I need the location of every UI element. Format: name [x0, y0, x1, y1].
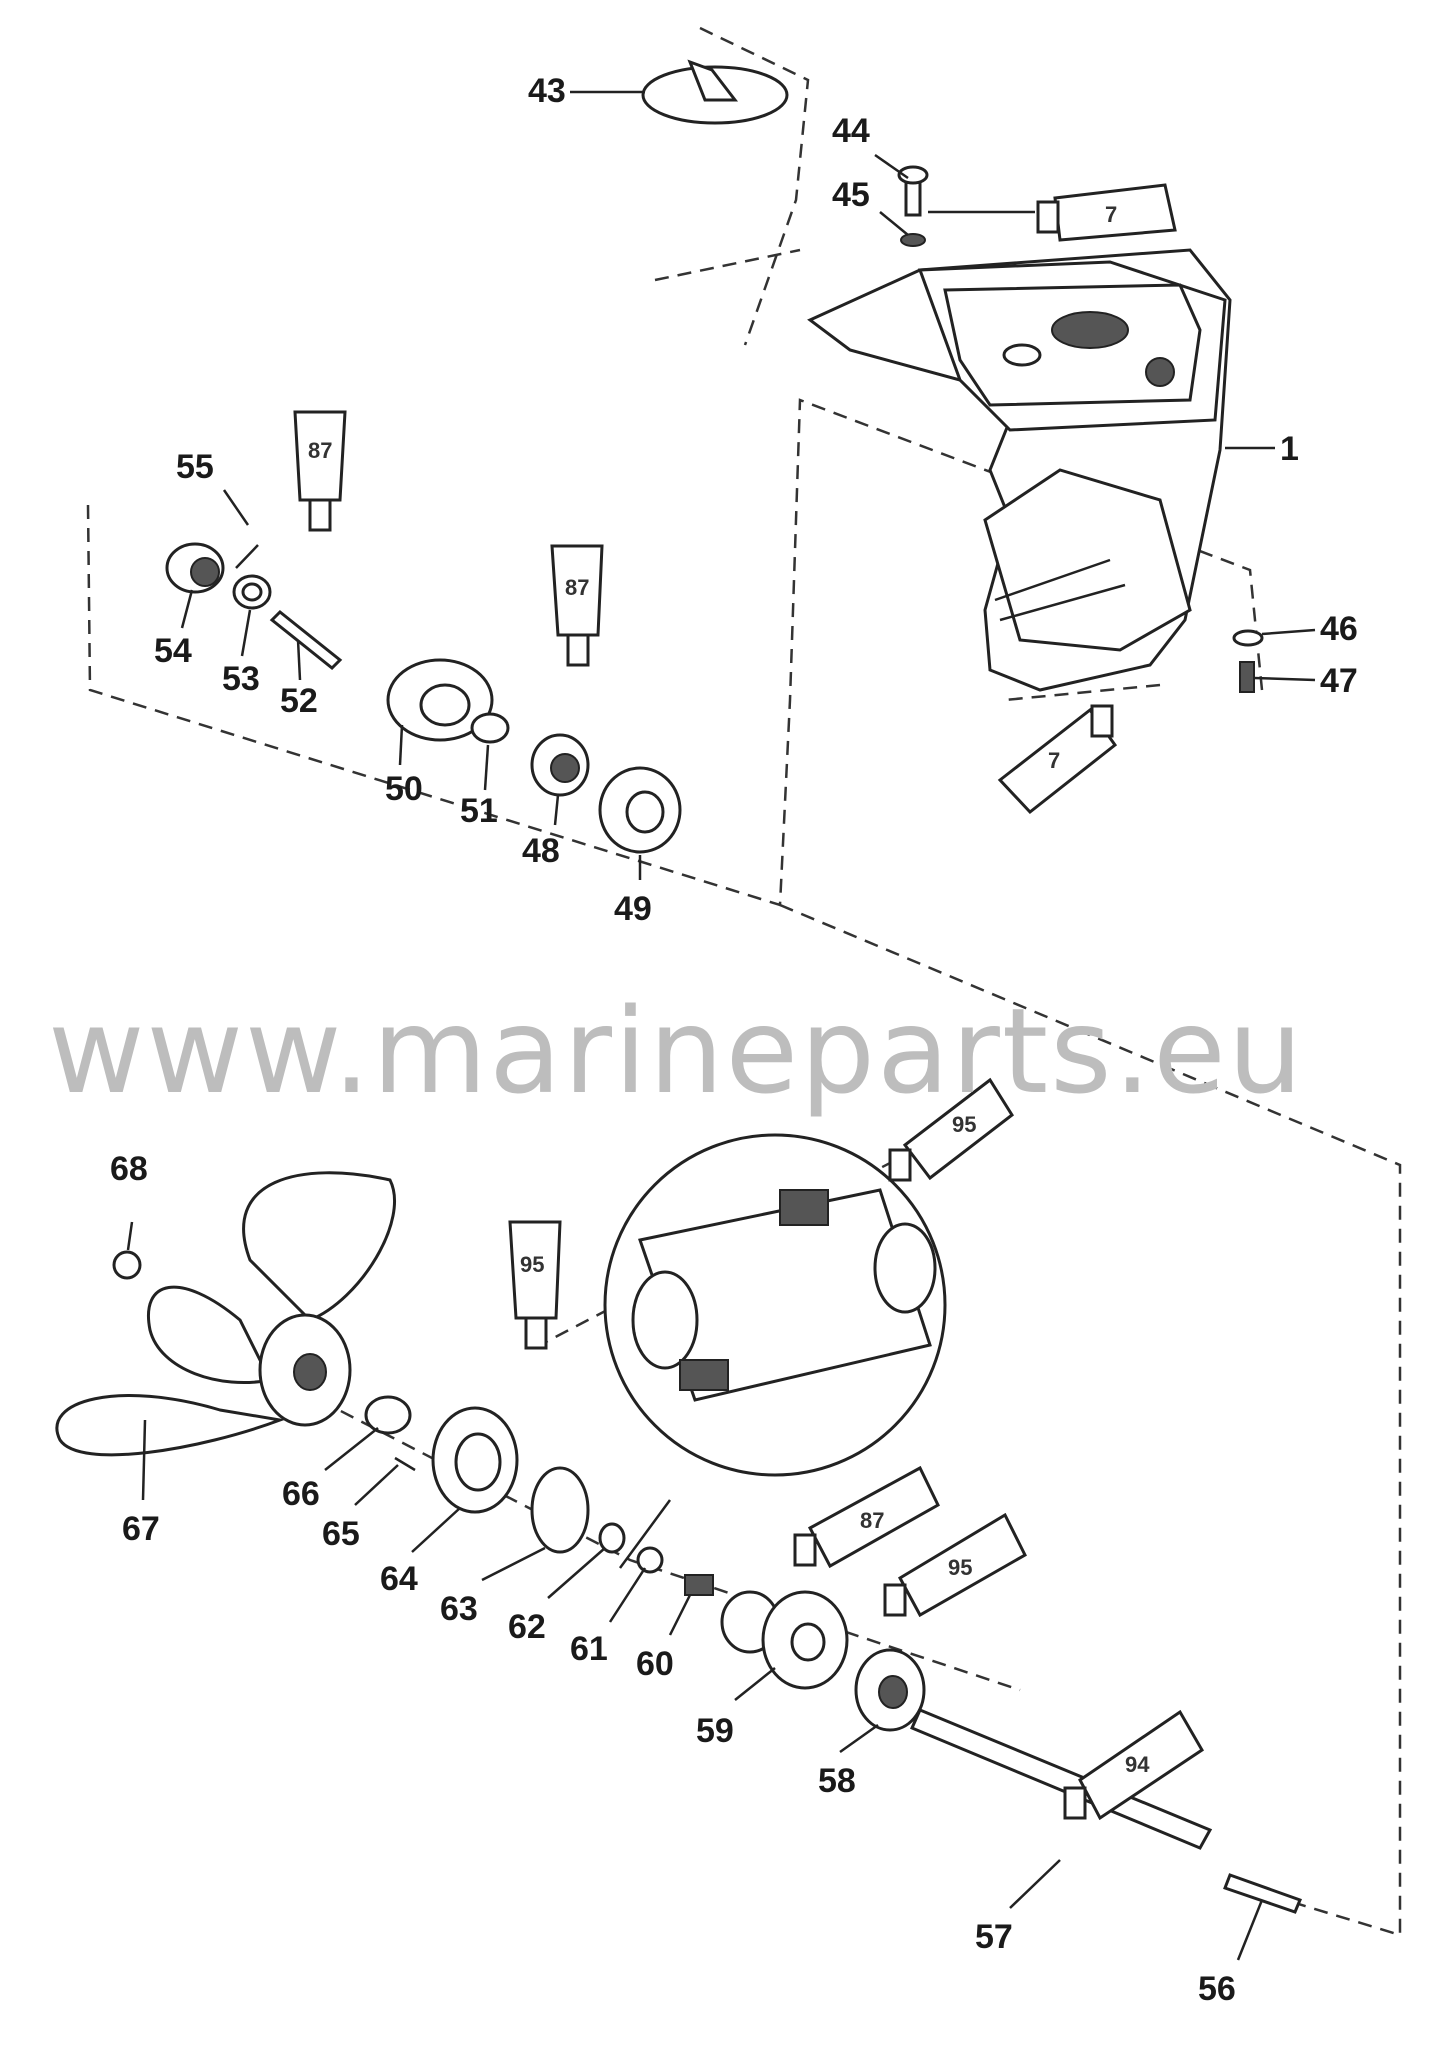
gearcase-housing: [807, 248, 1232, 692]
tube-label-7a: 7: [1105, 202, 1117, 227]
callout-52: 52: [280, 682, 318, 720]
tube-label-7b: 7: [1048, 748, 1060, 773]
callout-43: 43: [528, 72, 566, 110]
tube-87b: 87: [550, 544, 604, 667]
tube-7b: 7: [997, 704, 1118, 815]
callout-68: 68: [110, 1150, 148, 1188]
tube-label-87b: 87: [565, 575, 589, 600]
tube-95b: 95: [508, 1220, 562, 1350]
o-ring-63: [530, 1466, 590, 1554]
callout-59: 59: [696, 1712, 734, 1750]
screw-47: [1239, 661, 1255, 693]
tube-label-95c: 95: [948, 1555, 972, 1580]
washer-61: [636, 1546, 664, 1574]
bushing-60: [684, 1574, 714, 1596]
bushing-62: [598, 1522, 626, 1554]
tube-label-87c: 87: [860, 1508, 884, 1533]
callout-1: 1: [1280, 430, 1299, 468]
bearing-58: [854, 1648, 926, 1732]
callout-61: 61: [570, 1630, 608, 1668]
pin-65: [394, 1456, 416, 1472]
tube-87c: 87: [793, 1465, 940, 1569]
watermark-text: www.marineparts.eu: [48, 982, 1305, 1120]
washer-46: [1232, 629, 1264, 647]
callout-leaders: [126, 90, 1316, 1961]
callout-63: 63: [440, 1590, 478, 1628]
bearing-carrier-59: [720, 1590, 849, 1690]
callout-58: 58: [818, 1762, 856, 1800]
callout-45: 45: [832, 176, 870, 214]
callout-56: 56: [1198, 1970, 1236, 2008]
callout-54: 54: [154, 632, 192, 670]
screw-56: [1223, 1873, 1302, 1914]
callout-44: 44: [832, 112, 870, 150]
callout-55: 55: [176, 448, 214, 486]
tube-95a: 95: [888, 1077, 1014, 1182]
thrust-hub-64: [431, 1406, 519, 1514]
callout-66: 66: [282, 1475, 320, 1513]
callout-47: 47: [1320, 662, 1358, 700]
detail-magnifier: [603, 1133, 947, 1477]
callout-50: 50: [385, 770, 423, 808]
tube-label-87a: 87: [308, 438, 332, 463]
anode-plate: [641, 59, 789, 125]
callout-numbers: 43 44 45 1 46 47 55 54 53 52 50 51 48 49…: [110, 72, 1358, 2008]
propeller-67: [55, 1171, 396, 1457]
callout-53: 53: [222, 660, 260, 698]
callout-57: 57: [975, 1918, 1013, 1956]
tube-label-94: 94: [1125, 1752, 1150, 1777]
screw-44: [897, 165, 929, 217]
callout-51: 51: [460, 792, 498, 830]
tube-87a: 87: [293, 410, 347, 532]
washer-45: [900, 233, 926, 247]
tube-label-95b: 95: [520, 1252, 544, 1277]
tube-95c: 95: [883, 1512, 1027, 1618]
callout-62: 62: [508, 1608, 546, 1646]
callout-65: 65: [322, 1515, 360, 1553]
tube-label-95a: 95: [952, 1112, 976, 1137]
tube-7a: 7: [1036, 183, 1177, 242]
nut-68: [112, 1250, 142, 1280]
callout-60: 60: [636, 1645, 674, 1683]
callout-67: 67: [122, 1510, 160, 1548]
callout-49: 49: [614, 890, 652, 928]
tube-94: 94: [1063, 1709, 1205, 1821]
callout-64: 64: [380, 1560, 418, 1598]
callout-48: 48: [522, 832, 560, 870]
bearing-carrier-assembly: [165, 542, 682, 854]
callout-46: 46: [1320, 610, 1358, 648]
washer-66: [364, 1395, 412, 1435]
